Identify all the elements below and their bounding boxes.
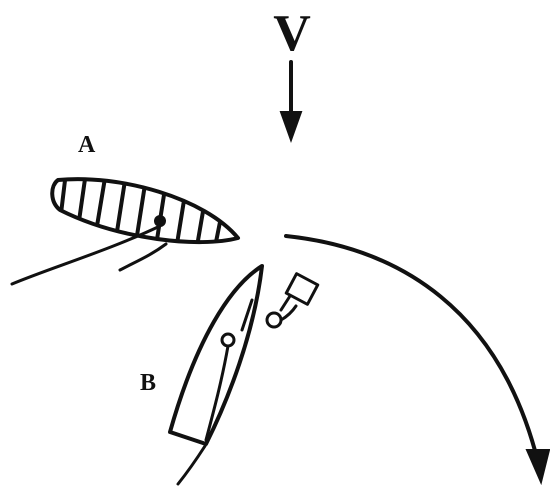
boat-b-mast-icon	[220, 332, 236, 348]
course-arrow-icon	[284, 234, 550, 486]
boat-a-mast-icon	[154, 215, 166, 227]
boat-a-hull-icon	[50, 177, 240, 245]
boat-a-label: A	[78, 132, 96, 158]
wind-arrow-icon	[279, 60, 303, 143]
boat-b-forestay-line	[240, 298, 254, 332]
boat-b-label: B	[140, 370, 156, 396]
boat-a-boom-line	[118, 242, 168, 272]
boat-a-wake-line	[10, 224, 162, 286]
boat-b-wake-line	[176, 444, 207, 486]
boat-b-hull-icon	[168, 264, 264, 446]
wind-label: V	[273, 5, 311, 62]
flag-buoy-icon	[265, 272, 320, 329]
boat-b-boom-line	[204, 344, 230, 442]
